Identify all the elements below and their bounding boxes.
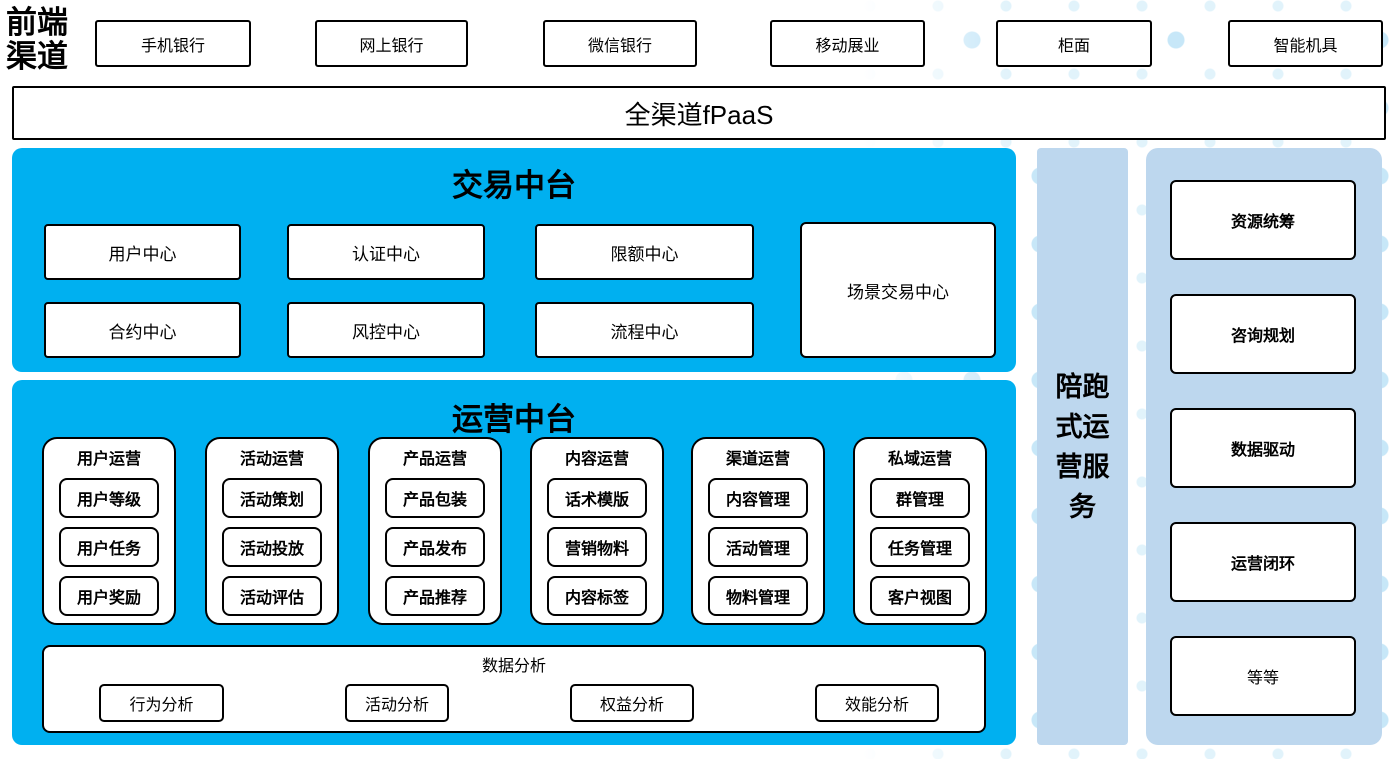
front-channels-label: 前端渠道 xyxy=(6,5,68,74)
channel-online-banking: 网上银行 xyxy=(315,20,468,67)
ops-item: 活动管理 xyxy=(708,527,808,567)
scene-transaction-center: 场景交易中心 xyxy=(800,222,996,358)
risk-center: 风控中心 xyxy=(287,302,485,358)
operations-platform: 运营中台 用户运营 用户等级 用户任务 用户奖励 活动运营 活动策划 活动投放 … xyxy=(12,380,1016,745)
ops-column-header: 活动运营 xyxy=(239,451,304,468)
channel-counter: 柜面 xyxy=(996,20,1152,67)
resource-coordination-box: 资源统筹 xyxy=(1170,180,1356,260)
ops-column-activity: 活动运营 活动策划 活动投放 活动评估 xyxy=(205,437,339,625)
ops-item: 活动策划 xyxy=(222,478,322,518)
ops-column-header: 产品运营 xyxy=(402,451,467,468)
ops-item: 内容标签 xyxy=(547,576,647,616)
process-center: 流程中心 xyxy=(535,302,754,358)
ops-column-header: 私域运营 xyxy=(887,451,952,468)
ops-item: 产品包装 xyxy=(385,478,485,518)
accompanying-ops-service-strip: 陪跑式运营服务 xyxy=(1037,148,1128,745)
ops-item: 产品推荐 xyxy=(385,576,485,616)
transaction-platform: 交易中台 用户中心 认证中心 限额中心 合约中心 风控中心 流程中心 场景交易中… xyxy=(12,148,1016,372)
ops-item: 话术模版 xyxy=(547,478,647,518)
ops-column-product: 产品运营 产品包装 产品发布 产品推荐 xyxy=(368,437,502,625)
ops-item: 用户奖励 xyxy=(59,576,159,616)
channel-mobile-outreach: 移动展业 xyxy=(770,20,925,67)
benefit-analysis: 权益分析 xyxy=(570,684,694,722)
operations-platform-title: 运营中台 xyxy=(452,402,576,437)
transaction-platform-title: 交易中台 xyxy=(452,168,576,203)
data-analysis-row: 行为分析 活动分析 权益分析 效能分析 xyxy=(99,684,939,722)
activity-analysis: 活动分析 xyxy=(345,684,449,722)
ops-column-header: 用户运营 xyxy=(76,451,141,468)
limit-center: 限额中心 xyxy=(535,224,754,280)
ops-column-channel: 渠道运营 内容管理 活动管理 物料管理 xyxy=(691,437,825,625)
accompanying-ops-service-label: 陪跑式运营服务 xyxy=(1055,371,1110,522)
efficiency-analysis: 效能分析 xyxy=(815,684,939,722)
contract-center: 合约中心 xyxy=(44,302,241,358)
ops-item: 内容管理 xyxy=(708,478,808,518)
ops-item: 任务管理 xyxy=(870,527,970,567)
auth-center: 认证中心 xyxy=(287,224,485,280)
ops-item: 活动评估 xyxy=(222,576,322,616)
data-driven-box: 数据驱动 xyxy=(1170,408,1356,488)
ops-column-content: 内容运营 话术模版 营销物料 内容标签 xyxy=(530,437,664,625)
ops-item: 产品发布 xyxy=(385,527,485,567)
ops-item: 活动投放 xyxy=(222,527,322,567)
ops-column-user: 用户运营 用户等级 用户任务 用户奖励 xyxy=(42,437,176,625)
channel-smart-devices: 智能机具 xyxy=(1228,20,1383,67)
services-panel: 资源统筹 咨询规划 数据驱动 运营闭环 等等 xyxy=(1146,148,1382,745)
consulting-planning-box: 咨询规划 xyxy=(1170,294,1356,374)
user-center: 用户中心 xyxy=(44,224,241,280)
ops-item: 营销物料 xyxy=(547,527,647,567)
ops-item: 用户任务 xyxy=(59,527,159,567)
channel-mobile-banking: 手机银行 xyxy=(95,20,251,67)
ops-item: 用户等级 xyxy=(59,478,159,518)
ops-column-header: 渠道运营 xyxy=(725,451,790,468)
channel-wechat-banking: 微信银行 xyxy=(543,20,697,67)
data-analysis-panel: 数据分析 行为分析 活动分析 权益分析 效能分析 xyxy=(42,645,986,733)
ops-column-header: 内容运营 xyxy=(564,451,629,468)
operation-loop-box: 运营闭环 xyxy=(1170,522,1356,602)
fpaas-bar: 全渠道fPaaS xyxy=(12,86,1386,140)
ops-column-private-domain: 私域运营 群管理 任务管理 客户视图 xyxy=(853,437,987,625)
data-analysis-title: 数据分析 xyxy=(481,658,546,675)
ops-item: 物料管理 xyxy=(708,576,808,616)
behavior-analysis: 行为分析 xyxy=(99,684,224,722)
ops-item: 群管理 xyxy=(870,478,970,518)
ops-item: 客户视图 xyxy=(870,576,970,616)
etc-box: 等等 xyxy=(1170,636,1356,716)
